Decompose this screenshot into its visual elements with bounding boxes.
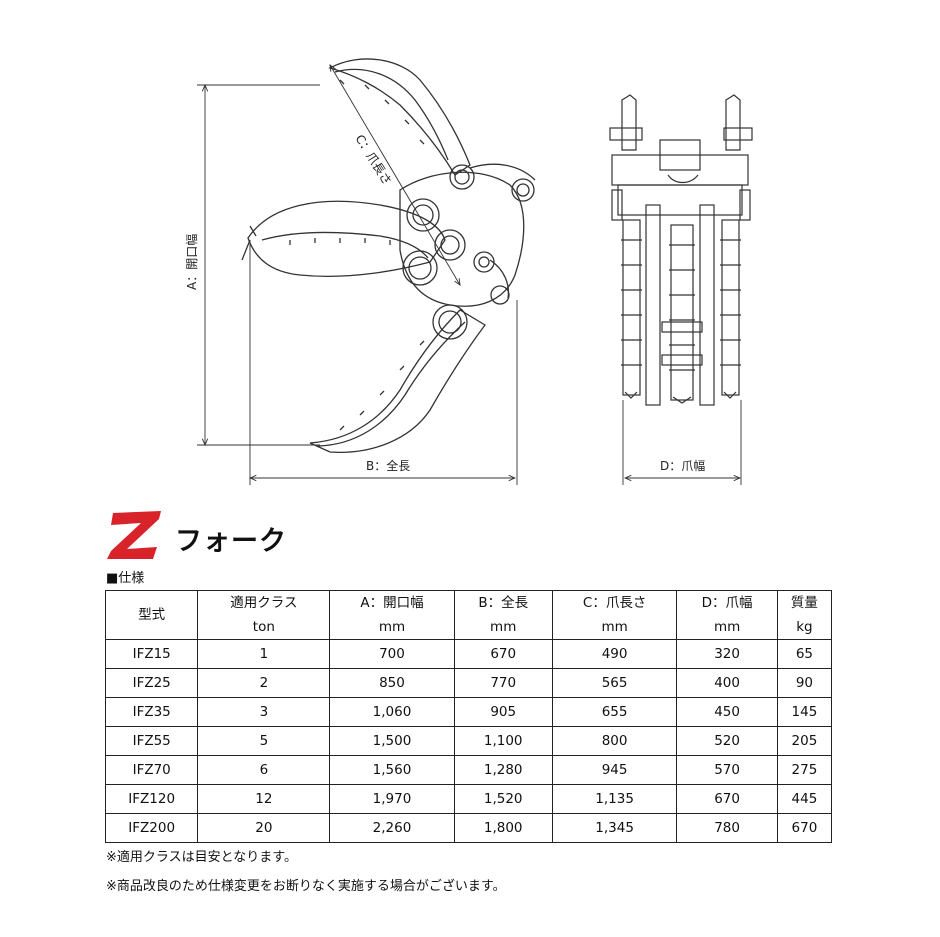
cell-mass: 145 <box>776 697 833 727</box>
cell-class: 2 <box>197 668 331 698</box>
spec-table: 型式 適用クラス A：開口幅 B：全長 C：爪長さ D：爪幅 質量 ton mm… <box>104 590 833 843</box>
dimension-c-label: C：爪長さ <box>352 132 394 187</box>
brand-name: フォーク <box>175 526 287 557</box>
cell-model: IFZ25 <box>104 668 199 698</box>
unit-b: mm <box>453 615 553 640</box>
cell-d: 670 <box>676 784 778 814</box>
header-model: 型式 <box>104 590 199 640</box>
header-c: C：爪長さ <box>551 590 678 615</box>
cell-mass: 65 <box>776 639 833 669</box>
front-view-dimension <box>622 400 742 485</box>
note-class: ※適用クラスは目安となります。 <box>106 850 297 865</box>
note-spec-change: ※商品改良のため仕様変更をお断りなく実施する場合がございます。 <box>106 879 506 894</box>
header-d: D：爪幅 <box>676 590 778 615</box>
unit-a: mm <box>329 615 455 640</box>
cell-c: 1,345 <box>551 813 678 843</box>
cell-mass: 275 <box>776 755 833 785</box>
cell-b: 670 <box>453 639 553 669</box>
cell-c: 945 <box>551 755 678 785</box>
cell-model: IFZ55 <box>104 726 199 756</box>
cell-c: 800 <box>551 726 678 756</box>
cell-b: 905 <box>453 697 553 727</box>
cell-a: 850 <box>329 668 455 698</box>
cell-class: 1 <box>197 639 331 669</box>
cell-d: 450 <box>676 697 778 727</box>
header-class: 適用クラス <box>197 590 331 615</box>
cell-d: 400 <box>676 668 778 698</box>
cell-mass: 205 <box>776 726 833 756</box>
cell-d: 520 <box>676 726 778 756</box>
unit-class: ton <box>197 615 331 640</box>
cell-a: 1,060 <box>329 697 455 727</box>
cell-mass: 445 <box>776 784 833 814</box>
unit-mass: kg <box>776 615 833 640</box>
cell-mass: 90 <box>776 668 833 698</box>
cell-class: 12 <box>197 784 331 814</box>
cell-class: 20 <box>197 813 331 843</box>
cell-b: 1,100 <box>453 726 553 756</box>
header-mass: 質量 <box>776 590 833 615</box>
header-unit-row: ton mm mm mm mm kg <box>106 615 833 640</box>
cell-c: 565 <box>551 668 678 698</box>
brand-title: フォーク <box>105 505 405 565</box>
cell-model: IFZ35 <box>104 697 199 727</box>
side-view <box>241 58 536 454</box>
cell-c: 655 <box>551 697 678 727</box>
side-view-dimensions <box>197 65 518 485</box>
cell-a: 1,560 <box>329 755 455 785</box>
cell-d: 780 <box>676 813 778 843</box>
cell-d: 570 <box>676 755 778 785</box>
cell-b: 1,280 <box>453 755 553 785</box>
cell-c: 490 <box>551 639 678 669</box>
cell-model: IFZ15 <box>104 639 199 669</box>
cell-model: IFZ120 <box>104 784 199 814</box>
dimension-a-label: A：開口幅 <box>184 234 199 290</box>
z-logo-icon <box>107 511 161 559</box>
cell-c: 1,135 <box>551 784 678 814</box>
header-b: B：全長 <box>453 590 553 615</box>
cell-b: 1,520 <box>453 784 553 814</box>
unit-d: mm <box>676 615 778 640</box>
cell-class: 3 <box>197 697 331 727</box>
header-a: A：開口幅 <box>329 590 455 615</box>
cell-b: 1,800 <box>453 813 553 843</box>
cell-class: 6 <box>197 755 331 785</box>
cell-a: 1,500 <box>329 726 455 756</box>
unit-c: mm <box>551 615 678 640</box>
cell-a: 700 <box>329 639 455 669</box>
cell-mass: 670 <box>776 813 833 843</box>
header-label-row: 型式 適用クラス A：開口幅 B：全長 C：爪長さ D：爪幅 質量 <box>104 590 833 640</box>
cell-a: 2,260 <box>329 813 455 843</box>
cell-d: 320 <box>676 639 778 669</box>
cell-model: IFZ70 <box>104 755 199 785</box>
dimension-b-label: B：全長 <box>366 458 410 473</box>
cell-class: 5 <box>197 726 331 756</box>
spec-heading: ■仕様 <box>106 571 145 586</box>
cell-a: 1,970 <box>329 784 455 814</box>
front-view <box>609 94 753 406</box>
dimension-d-label: D：爪幅 <box>660 458 705 473</box>
fork-technical-drawing: A：開口幅 B：全長 C：爪長さ D：爪幅 <box>184 58 753 485</box>
cell-b: 770 <box>453 668 553 698</box>
cell-model: IFZ200 <box>104 813 199 843</box>
